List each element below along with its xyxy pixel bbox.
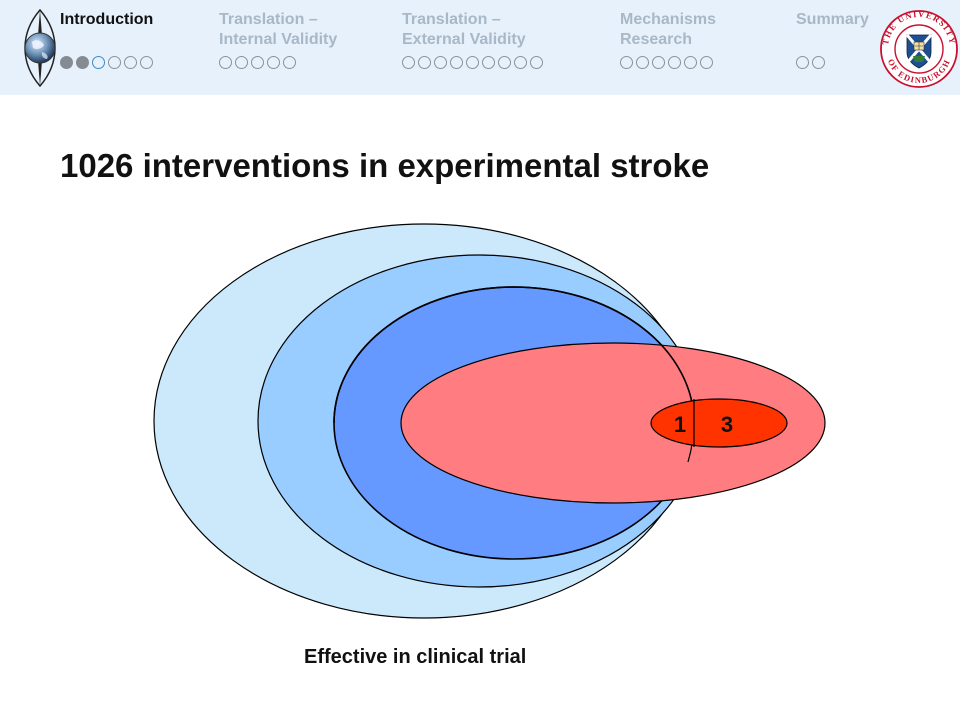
progress-dot[interactable] bbox=[140, 56, 153, 69]
progress-dots-mechanisms-research bbox=[620, 56, 713, 69]
venn-caption: Effective in clinical trial bbox=[304, 646, 527, 668]
nav-label-introduction[interactable]: Introduction bbox=[60, 11, 154, 28]
progress-dot[interactable] bbox=[418, 56, 431, 69]
nav-label-mechanisms-research[interactable]: Mechanisms Research bbox=[620, 11, 717, 48]
progress-dot[interactable] bbox=[684, 56, 697, 69]
progress-dot[interactable] bbox=[108, 56, 121, 69]
progress-dot[interactable] bbox=[700, 56, 713, 69]
progress-dot[interactable] bbox=[60, 56, 73, 69]
venn-count-left: 1 bbox=[674, 412, 686, 437]
progress-dots-summary bbox=[796, 56, 825, 69]
nav-label-internal-validity[interactable]: Translation – Internal Validity bbox=[219, 11, 338, 48]
progress-dot[interactable] bbox=[283, 56, 296, 69]
nav-label-summary[interactable]: Summary bbox=[796, 11, 869, 28]
venn-red-ellipse bbox=[400, 342, 826, 504]
progress-dot-current[interactable] bbox=[92, 56, 105, 69]
progress-dot[interactable] bbox=[796, 56, 809, 69]
progress-dot[interactable] bbox=[514, 56, 527, 69]
venn-intersection-ellipse bbox=[650, 398, 788, 448]
progress-dot[interactable] bbox=[482, 56, 495, 69]
progress-dot[interactable] bbox=[812, 56, 825, 69]
progress-dot[interactable] bbox=[434, 56, 447, 69]
slide-title: 1026 interventions in experimental strok… bbox=[60, 147, 710, 184]
nav-section-introduction[interactable]: Introduction bbox=[60, 10, 153, 30]
globe-compass-icon bbox=[24, 8, 56, 88]
progress-dots-introduction bbox=[60, 56, 153, 69]
progress-dot[interactable] bbox=[668, 56, 681, 69]
progress-dot[interactable] bbox=[450, 56, 463, 69]
university-of-edinburgh-logo: THE UNIVERSITY OF EDINBURGH bbox=[880, 9, 958, 88]
progress-dot[interactable] bbox=[402, 56, 415, 69]
progress-dot[interactable] bbox=[235, 56, 248, 69]
progress-dot[interactable] bbox=[251, 56, 264, 69]
nav-label-external-validity[interactable]: Translation – External Validity bbox=[402, 11, 526, 48]
progress-dot[interactable] bbox=[636, 56, 649, 69]
venn-inner-outline-overlay bbox=[333, 286, 695, 424]
progress-dots-external-validity bbox=[402, 56, 543, 69]
progress-dot[interactable] bbox=[267, 56, 280, 69]
progress-dot[interactable] bbox=[498, 56, 511, 69]
progress-dots-internal-validity bbox=[219, 56, 296, 69]
progress-dot[interactable] bbox=[652, 56, 665, 69]
progress-dot[interactable] bbox=[466, 56, 479, 69]
nav-section-summary[interactable]: Summary bbox=[796, 10, 869, 30]
nav-section-mechanisms-research[interactable]: Mechanisms Research bbox=[620, 10, 716, 50]
header-nav-bar: Introduction Translation – Internal Vali… bbox=[0, 0, 960, 95]
progress-dot[interactable] bbox=[530, 56, 543, 69]
nav-section-internal-validity[interactable]: Translation – Internal Validity bbox=[219, 10, 337, 50]
nav-section-external-validity[interactable]: Translation – External Validity bbox=[402, 10, 526, 50]
progress-dot[interactable] bbox=[219, 56, 232, 69]
progress-dot[interactable] bbox=[620, 56, 633, 69]
venn-count-right: 3 bbox=[721, 412, 733, 437]
progress-dot[interactable] bbox=[124, 56, 137, 69]
progress-dot[interactable] bbox=[76, 56, 89, 69]
